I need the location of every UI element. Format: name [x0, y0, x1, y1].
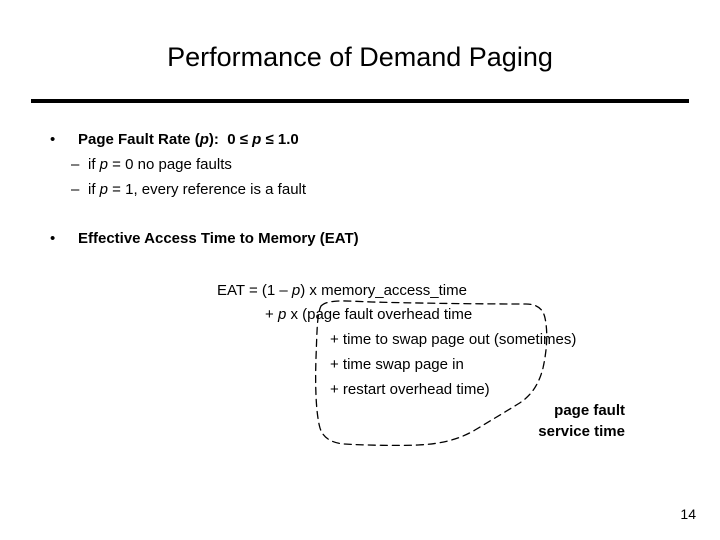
- bullet-marker-1: •: [50, 131, 56, 148]
- bullet-1-range-var: p: [252, 131, 262, 148]
- equation-line-1: EAT = (1 – p) x memory_access_time: [217, 281, 467, 300]
- sub-1-lead: if: [88, 156, 100, 173]
- equation-line-3: + time to swap page out (sometimes): [330, 331, 577, 348]
- bullet-1-range-tail: ≤ 1.0: [261, 131, 299, 148]
- sub-2-tail: = 1, every reference is a fault: [108, 181, 307, 198]
- sub-1-var: p: [99, 156, 109, 173]
- eq2-var: p: [277, 306, 287, 323]
- eq1-tail: ) x memory_access_time: [300, 282, 467, 299]
- annotation-label: page fault service time: [460, 400, 625, 442]
- eq2-lead: +: [265, 306, 278, 323]
- sub-bullet-marker-2: –: [71, 181, 80, 198]
- bullet-1-range-lead: 0 ≤: [227, 131, 253, 148]
- equation-line-4: + time swap page in: [330, 356, 464, 373]
- page-number: 14: [680, 506, 696, 522]
- sub-bullet-item-p-one: if p = 1, every reference is a fault: [88, 180, 306, 199]
- sub-2-var: p: [99, 181, 109, 198]
- equation-line-5: + restart overhead time): [330, 381, 490, 398]
- sub-bullet-marker-1: –: [71, 156, 80, 173]
- eq2-tail: x (page fault overhead time: [286, 306, 473, 323]
- bullet-item-effective-access-time: Effective Access Time to Memory (EAT): [78, 230, 359, 247]
- sub-bullet-item-p-zero: if p = 0 no page faults: [88, 155, 232, 174]
- bullet-1-label-var: p: [199, 131, 209, 148]
- bullet-item-page-fault-rate: Page Fault Rate (p): 0 ≤ p ≤ 1.0: [78, 130, 299, 149]
- eq1-lead: EAT = (1 –: [217, 282, 292, 299]
- annotation-label-line-1: page fault: [554, 402, 625, 419]
- sub-2-lead: if: [88, 181, 100, 198]
- bullet-1-label-tail: ):: [208, 131, 219, 148]
- page-title: Performance of Demand Paging: [167, 42, 553, 72]
- annotation-label-line-2: service time: [538, 423, 625, 440]
- title-divider: [31, 99, 689, 103]
- bullet-marker-2: •: [50, 230, 56, 247]
- equation-line-2: + p x (page fault overhead time: [265, 305, 472, 324]
- eq1-var: p: [291, 282, 301, 299]
- sub-1-tail: = 0 no page faults: [108, 156, 232, 173]
- bullet-1-label-lead: Page Fault Rate (: [78, 131, 200, 148]
